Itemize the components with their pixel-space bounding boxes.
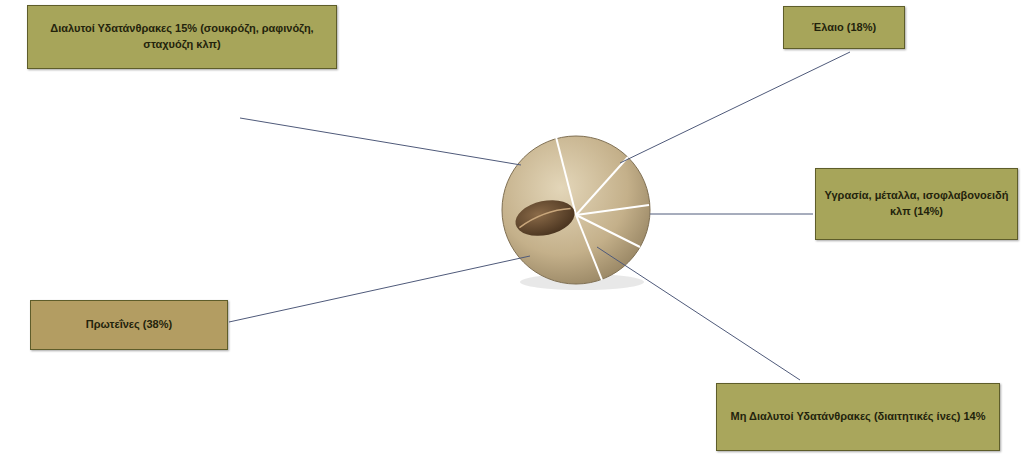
- leader-lines: [229, 52, 850, 380]
- soybean: [502, 136, 650, 284]
- box-label: Πρωτεΐνες (38%): [86, 317, 172, 333]
- moisture-box: Υγρασία, μέταλλα, ισοφλαβονοειδή κλπ (14…: [815, 168, 1018, 240]
- box-label: Μη Διαλυτοί Υδατάνθρακες (διαιτητικές ίν…: [731, 409, 986, 425]
- protein-box: Πρωτεΐνες (38%): [30, 300, 228, 350]
- box-label: Υγρασία, μέταλλα, ισοφλαβονοειδή κλπ (14…: [824, 188, 1009, 220]
- fiber-box: Μη Διαλυτοί Υδατάνθρακες (διαιτητικές ίν…: [716, 383, 1000, 451]
- oil-box: Έλαιο (18%): [783, 6, 905, 49]
- box-label: Έλαιο (18%): [812, 20, 876, 36]
- box-label: Διαλυτοί Υδατάνθρακες 15% (σουκρόζη, ραφ…: [36, 21, 328, 53]
- carbohydrate-box: Διαλυτοί Υδατάνθρακες 15% (σουκρόζη, ραφ…: [27, 5, 337, 69]
- bean-hilum: [512, 195, 578, 241]
